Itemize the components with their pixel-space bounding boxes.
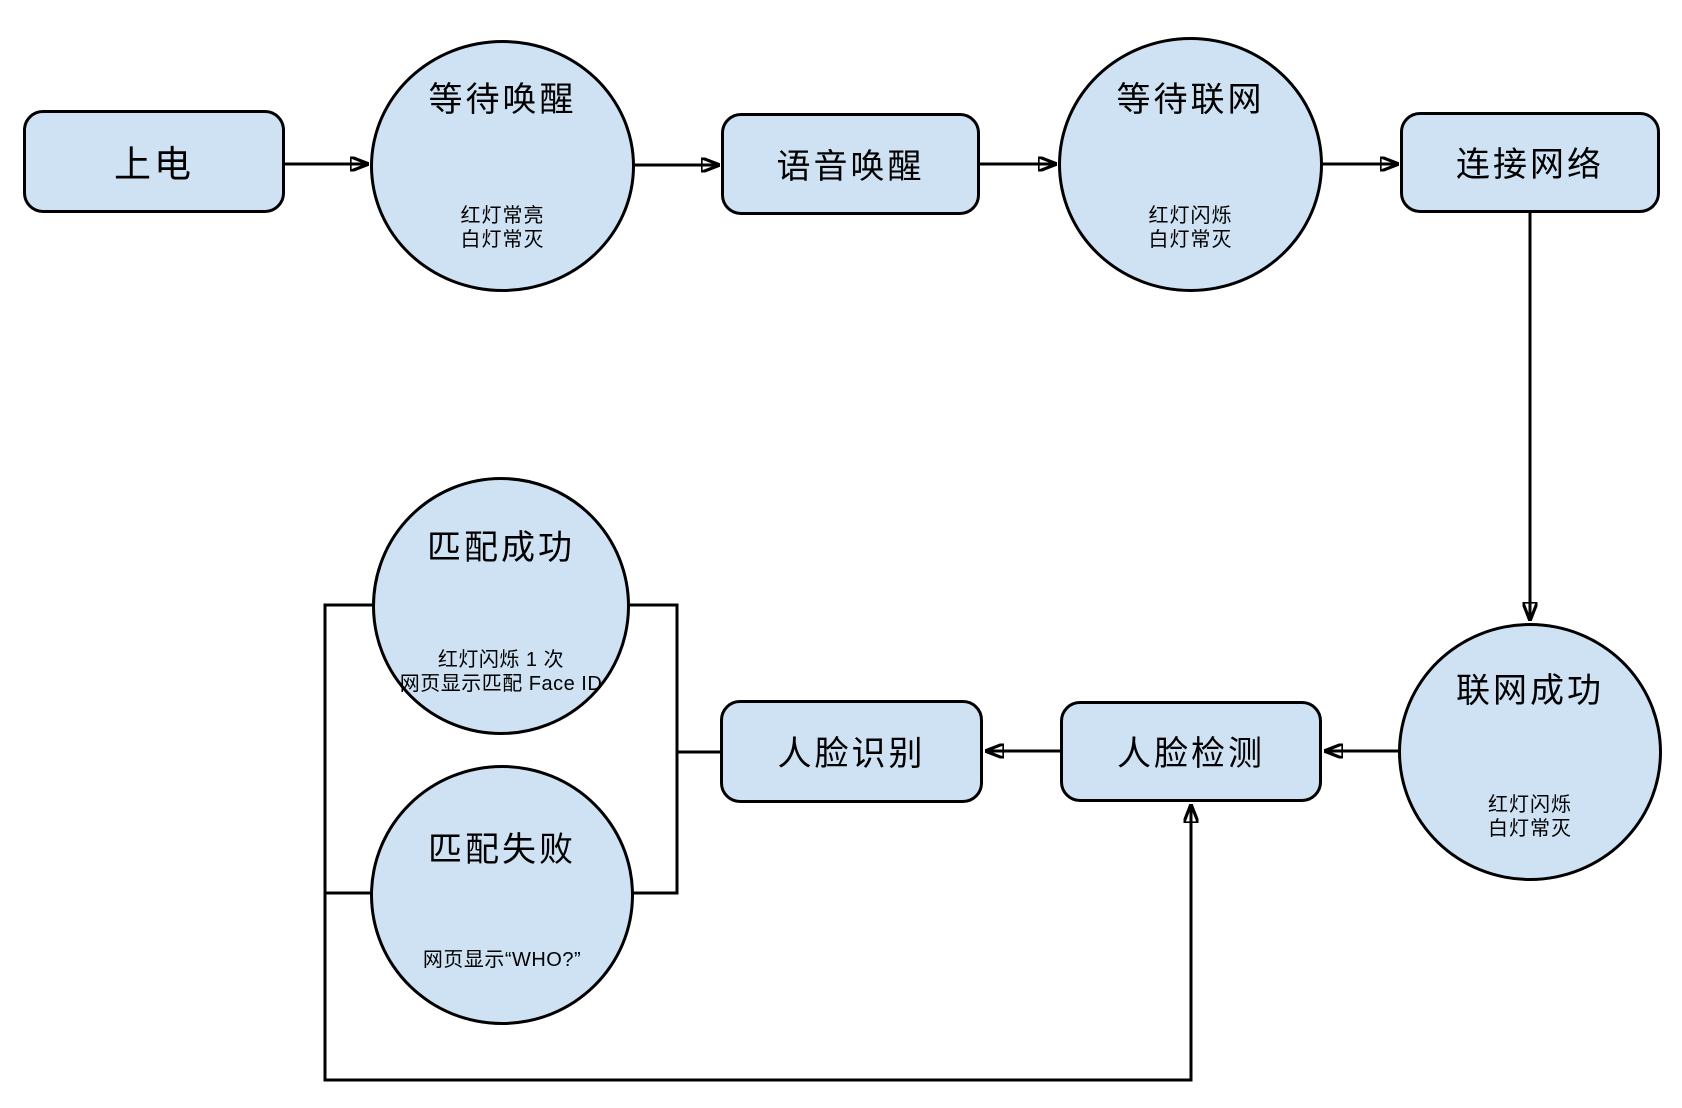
note-line: 红灯闪烁 <box>1488 794 1572 816</box>
node-match-fail-notes: 网页显示“WHO?” <box>373 948 631 972</box>
node-connect-network: 连接网络 <box>1400 112 1660 213</box>
node-network-success-notes: 红灯闪烁 白灯常灭 <box>1401 793 1659 841</box>
note-line: 网页显示匹配 Face ID <box>399 673 603 695</box>
node-voice-wake: 语音唤醒 <box>721 113 980 215</box>
node-wait-wake-notes: 红灯常亮 白灯常灭 <box>373 204 632 252</box>
node-voice-wake-label: 语音唤醒 <box>776 147 925 186</box>
node-power-on-label: 上电 <box>114 143 194 185</box>
node-match-success-notes: 红灯闪烁 1 次 网页显示匹配 Face ID <box>375 648 627 696</box>
note-line: 红灯常亮 <box>460 205 545 227</box>
node-face-recognize-label: 人脸识别 <box>777 735 926 773</box>
node-match-fail-label: 匹配失败 <box>428 831 576 869</box>
node-power-on: 上电 <box>23 110 285 213</box>
note-line: 红灯闪烁 1 次 <box>437 649 565 671</box>
node-match-success-label: 匹配成功 <box>427 529 575 567</box>
node-network-success-label: 联网成功 <box>1456 672 1604 710</box>
note-line: 红灯闪烁 <box>1148 205 1233 227</box>
note-line: 白灯常灭 <box>1148 229 1233 251</box>
node-wait-network-label: 等待联网 <box>1116 81 1265 119</box>
node-face-detect-label: 人脸检测 <box>1117 735 1265 773</box>
node-match-success: 匹配成功 红灯闪烁 1 次 网页显示匹配 Face ID <box>372 477 630 735</box>
connector-match-right-bus <box>630 603 679 895</box>
edge-loopback-to-facedetect <box>323 603 1191 1082</box>
node-wait-wake-label: 等待唤醒 <box>428 81 577 119</box>
node-face-recognize: 人脸识别 <box>720 700 983 803</box>
node-wait-network-notes: 红灯闪烁 白灯常灭 <box>1061 204 1320 252</box>
note-line: 网页显示“WHO?” <box>422 949 582 971</box>
node-wait-wake: 等待唤醒 红灯常亮 白灯常灭 <box>370 40 635 292</box>
node-network-success: 联网成功 红灯闪烁 白灯常灭 <box>1398 623 1662 881</box>
note-line: 白灯常灭 <box>460 229 545 251</box>
node-face-detect: 人脸检测 <box>1060 701 1322 802</box>
node-connect-network-label: 连接网络 <box>1456 146 1604 184</box>
node-match-fail: 匹配失败 网页显示“WHO?” <box>370 765 634 1025</box>
note-line: 白灯常灭 <box>1488 818 1572 840</box>
node-wait-network: 等待联网 红灯闪烁 白灯常灭 <box>1058 37 1323 292</box>
